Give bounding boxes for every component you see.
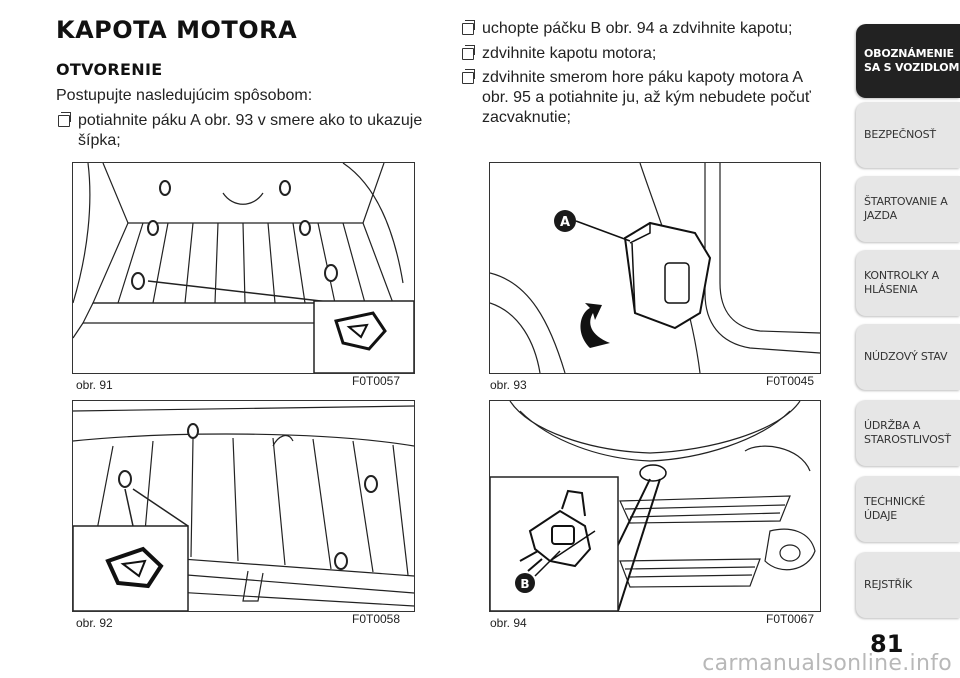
hood-lever-illustration: A bbox=[490, 163, 820, 373]
figure-93-hood-lever: A bbox=[489, 162, 821, 374]
figure-code: F0T0058 bbox=[352, 612, 401, 626]
callout-label: A bbox=[560, 215, 570, 230]
instruction-step-1: potiahnite páku A obr. 93 v smere ako to… bbox=[56, 111, 463, 151]
figure-94-front-grille: B bbox=[489, 400, 821, 612]
page-title: KAPOTA MOTORA bbox=[56, 16, 298, 44]
figure-91-cargo-floor bbox=[72, 162, 415, 374]
figure-caption: obr. 93 bbox=[490, 378, 527, 392]
tab-chapter-2[interactable]: BEZPEČNOSŤ bbox=[856, 102, 960, 168]
instruction-step-4: zdvihnite smerom hore páku kapoty motora… bbox=[460, 68, 862, 128]
figure-code: F0T0067 bbox=[766, 612, 815, 626]
callout-label: B bbox=[520, 577, 529, 591]
instruction-step-2: uchopte páčku B obr. 94 a zdvihnite kapo… bbox=[460, 19, 862, 39]
tab-chapter-7[interactable]: TECHNICKÉ ÚDAJE bbox=[856, 476, 960, 542]
front-grille-illustration: B bbox=[490, 401, 816, 611]
checkbox-icon bbox=[462, 69, 475, 84]
checkbox-icon bbox=[462, 20, 475, 35]
figure-code: F0T0045 bbox=[766, 374, 815, 388]
figure-caption: obr. 92 bbox=[76, 616, 113, 630]
tab-chapter-5[interactable]: NÚDZOVÝ STAV bbox=[856, 324, 960, 390]
instruction-step-3: zdvihnite kapotu motora; bbox=[460, 44, 862, 64]
figure-caption: obr. 91 bbox=[76, 378, 113, 392]
cargo-floor-illustration bbox=[73, 163, 414, 373]
checkbox-icon bbox=[58, 112, 71, 127]
step-text-line: potiahnite páku A obr. 93 v smere ako to… bbox=[78, 112, 423, 129]
page-number: 81 bbox=[870, 630, 904, 658]
figure-92-cargo-floor bbox=[72, 400, 415, 612]
section-title: OTVORENIE bbox=[56, 60, 163, 79]
tie-down-hooks bbox=[118, 423, 378, 570]
intro-text: Postupujte nasledujúcim spôsobom: bbox=[56, 87, 313, 104]
tie-down-hooks bbox=[131, 180, 338, 290]
step-text-line: zacvaknutie; bbox=[482, 109, 571, 126]
step-text-line: zdvihnite smerom hore páku kapoty motora… bbox=[482, 69, 804, 86]
step-text-line: uchopte páčku B obr. 94 a zdvihnite kapo… bbox=[482, 20, 793, 37]
step-text-line: zdvihnite kapotu motora; bbox=[482, 45, 657, 62]
figure-code: F0T0057 bbox=[352, 374, 401, 388]
cargo-floor-illustration-2 bbox=[73, 405, 414, 611]
watermark: carmanualsonline.info bbox=[702, 651, 952, 676]
checkbox-icon bbox=[462, 45, 475, 60]
figure-caption: obr. 94 bbox=[490, 616, 527, 630]
tab-chapter-8[interactable]: REJSTŘÍK bbox=[856, 552, 960, 618]
step-text-line: šípka; bbox=[78, 132, 121, 149]
step-text-line: obr. 95 a potiahnite ju, až kým nebudete… bbox=[482, 89, 811, 106]
